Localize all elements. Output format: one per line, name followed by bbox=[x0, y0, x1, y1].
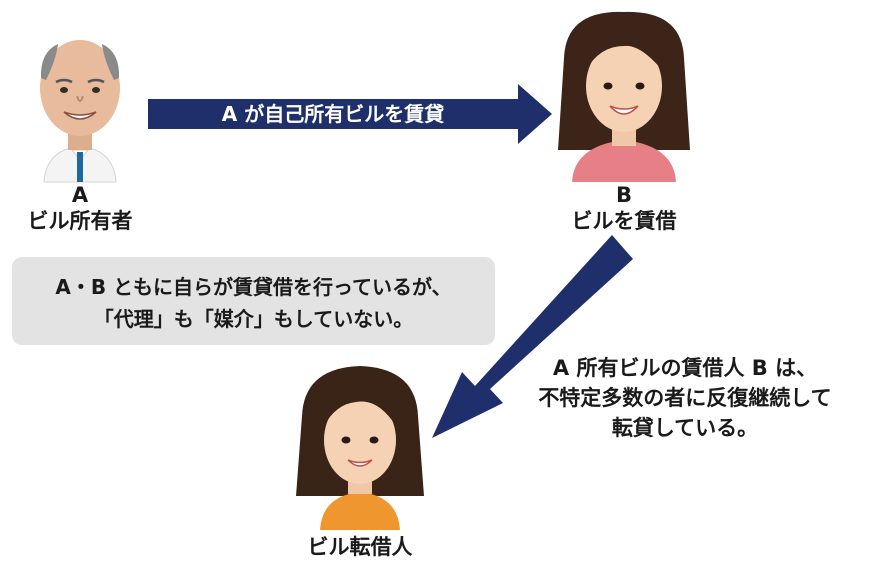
arrow-a-to-b bbox=[148, 84, 552, 144]
person-a-illustration bbox=[40, 40, 120, 183]
arrow-a-to-b-label: A が自己所有ビルを賃貸 bbox=[221, 102, 445, 126]
person-b-illustration bbox=[558, 11, 690, 182]
person-c-role: ビル転借人 bbox=[307, 535, 413, 559]
person-a-letter: A bbox=[71, 183, 89, 207]
description-line-3: 転貸している。 bbox=[611, 416, 759, 440]
note-box bbox=[12, 257, 495, 345]
person-b-letter: B bbox=[615, 183, 632, 207]
arrow-b-to-c bbox=[432, 235, 633, 438]
note-line-2: 「代理」も「媒介」もしていない。 bbox=[93, 307, 414, 331]
person-b-role: ビルを賃借 bbox=[571, 209, 677, 233]
note-line-1: A・B ともに自らが賃貸借を行っているが、 bbox=[55, 275, 452, 299]
description-line-1: A 所有ビルの賃借人 B は、 bbox=[552, 356, 818, 380]
person-a-role: ビル所有者 bbox=[27, 209, 133, 233]
person-c-illustration bbox=[296, 366, 424, 530]
description-line-2: 不特定多数の者に反復継続して bbox=[538, 386, 832, 410]
